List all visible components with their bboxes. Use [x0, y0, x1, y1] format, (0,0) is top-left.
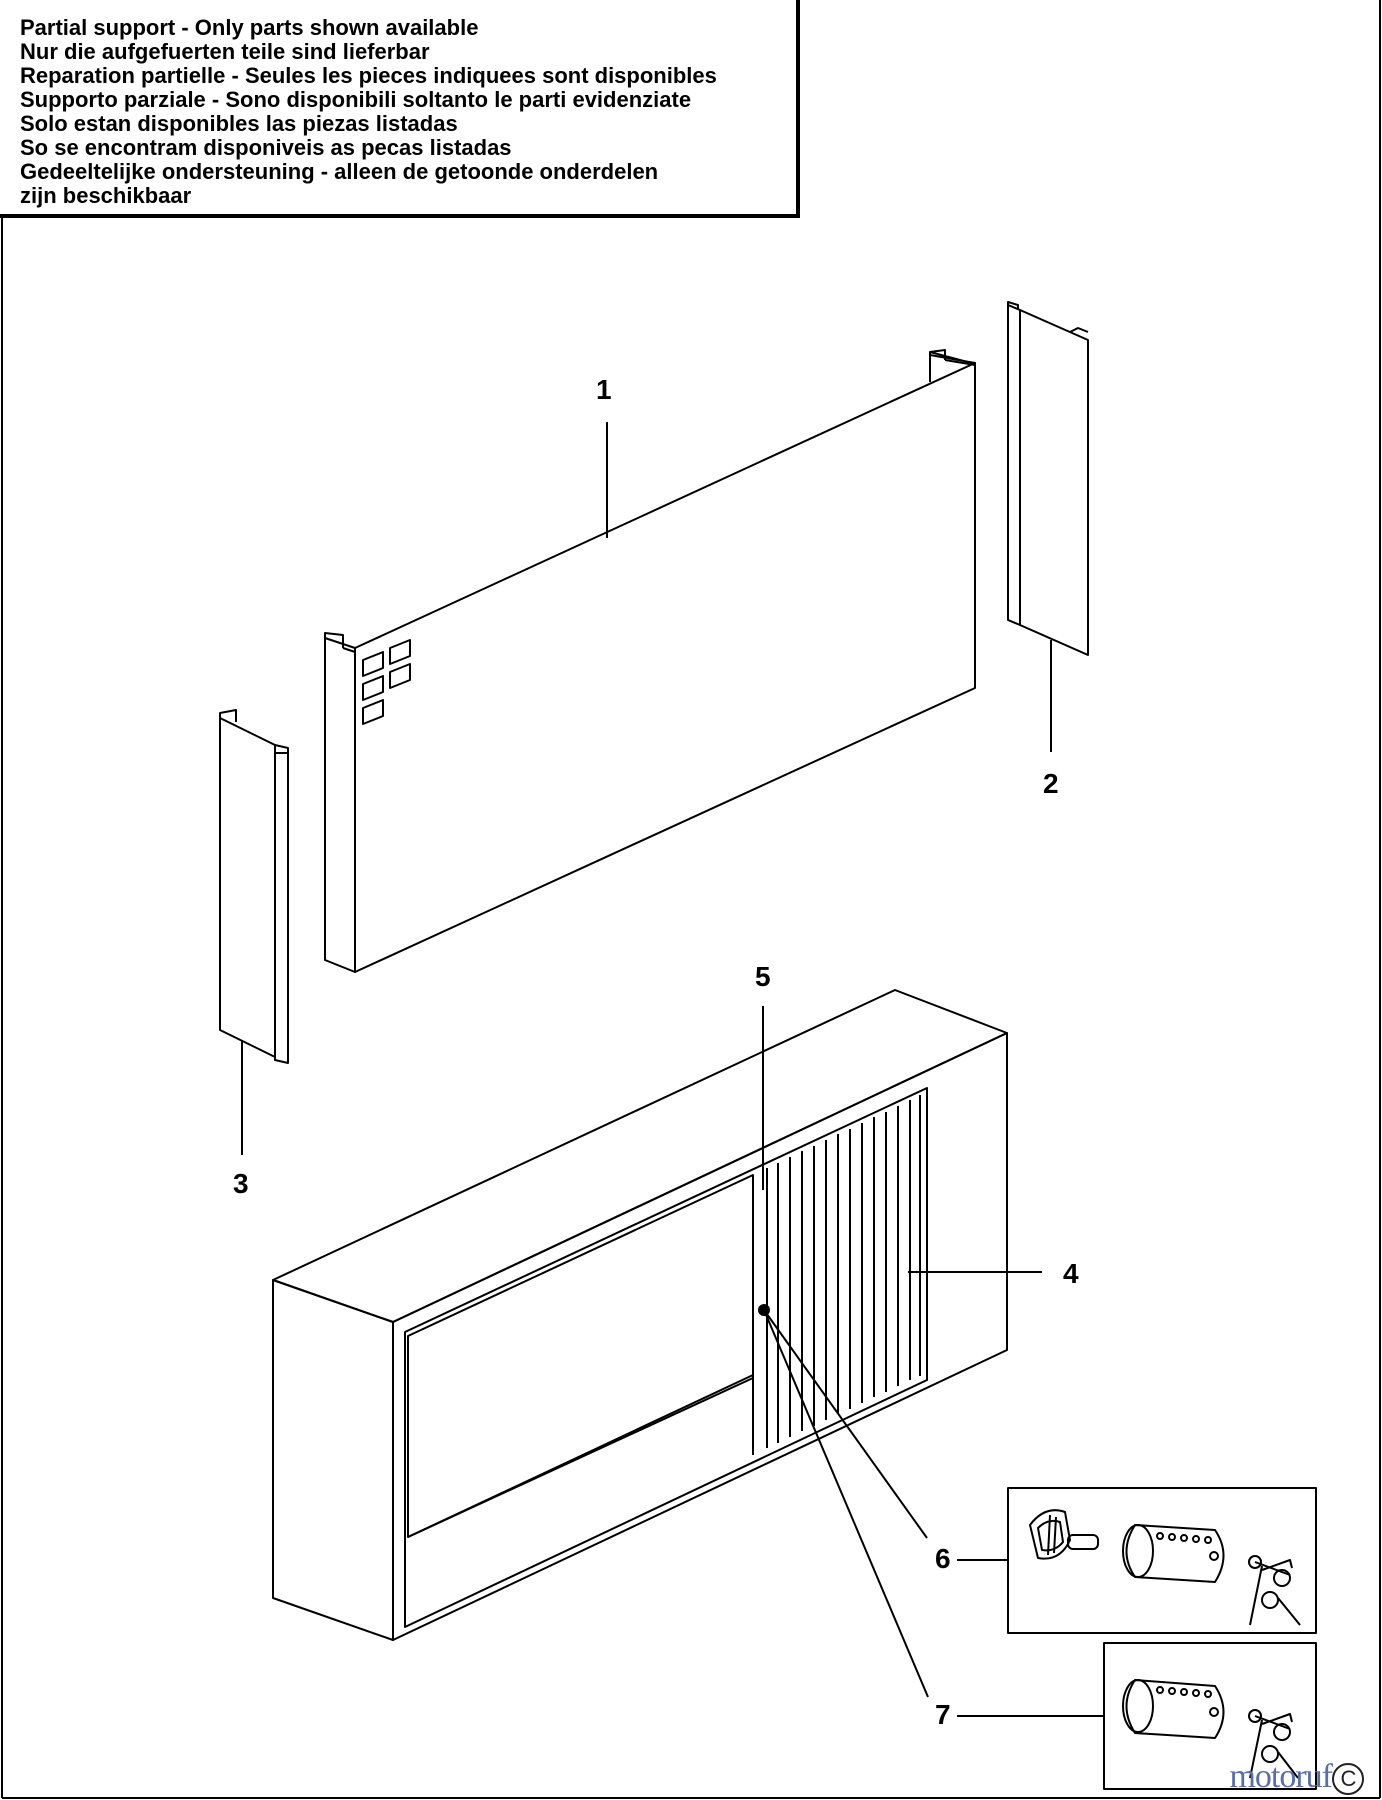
- callout-3: 3: [233, 1168, 249, 1199]
- callout-7: 7: [935, 1699, 951, 1730]
- part-2-right-bracket: [1007, 301, 1089, 752]
- part-6-lock-set: [1007, 1487, 1317, 1634]
- notice-line-nl-cont: zijn beschikbaar: [20, 183, 192, 208]
- cabinet-door-frame: [404, 1087, 928, 1628]
- notice-line-fr: Reparation partielle - Seules les pieces…: [20, 63, 717, 88]
- part-6-box: [1007, 1487, 1317, 1634]
- notice-line-en: Partial support - Only parts shown avail…: [20, 15, 479, 40]
- keys-icon: [1248, 1555, 1301, 1626]
- notice-line-it: Supporto parziale - Sono disponibili sol…: [20, 87, 692, 112]
- notice-line-de: Nur die aufgefuerten teile sind lieferba…: [20, 39, 430, 64]
- callout-6: 6: [935, 1543, 951, 1574]
- callout-2: 2: [1043, 768, 1059, 799]
- callout-1: 1: [596, 374, 612, 405]
- glass-panel: [407, 1174, 754, 1538]
- lock-cylinder-icon: [1122, 1524, 1225, 1583]
- lock-body-icon: [1029, 1509, 1099, 1560]
- part-3-left-bracket: [219, 709, 289, 1155]
- watermark-text: motoruf: [1229, 1758, 1333, 1795]
- cabinet-side: [272, 1279, 394, 1641]
- keys-icon-2: [1248, 1709, 1299, 1779]
- part-7-box: [1103, 1642, 1317, 1790]
- cabinet-top: [272, 989, 1008, 1323]
- partial-support-notice: Partial support - Only parts shown avail…: [0, 0, 800, 218]
- cabinet-front: [392, 1032, 1008, 1641]
- part-4-roller-shutter: [777, 1095, 921, 1443]
- cabinet-assembly: [272, 989, 1008, 1641]
- part-1-back-panel: [324, 349, 976, 973]
- notice-line-es: Solo estan disponibles las piezas listad…: [20, 111, 458, 136]
- panel-cutouts: [362, 639, 411, 725]
- callout-5: 5: [755, 961, 771, 992]
- cylinder-icon: [1122, 1679, 1225, 1739]
- callout-4: 4: [1063, 1258, 1079, 1289]
- leader-6: [763, 1309, 928, 1539]
- leader-lines: [606, 422, 1104, 1717]
- leader-7: [763, 1309, 929, 1698]
- notice-line-nl: Gedeeltelijke ondersteuning - alleen de …: [20, 159, 659, 184]
- part-7-cylinder-set: [1103, 1642, 1317, 1790]
- notice-line-pt: So se encontram disponiveis as pecas lis…: [20, 135, 512, 160]
- copyright-icon: C: [1332, 1763, 1364, 1796]
